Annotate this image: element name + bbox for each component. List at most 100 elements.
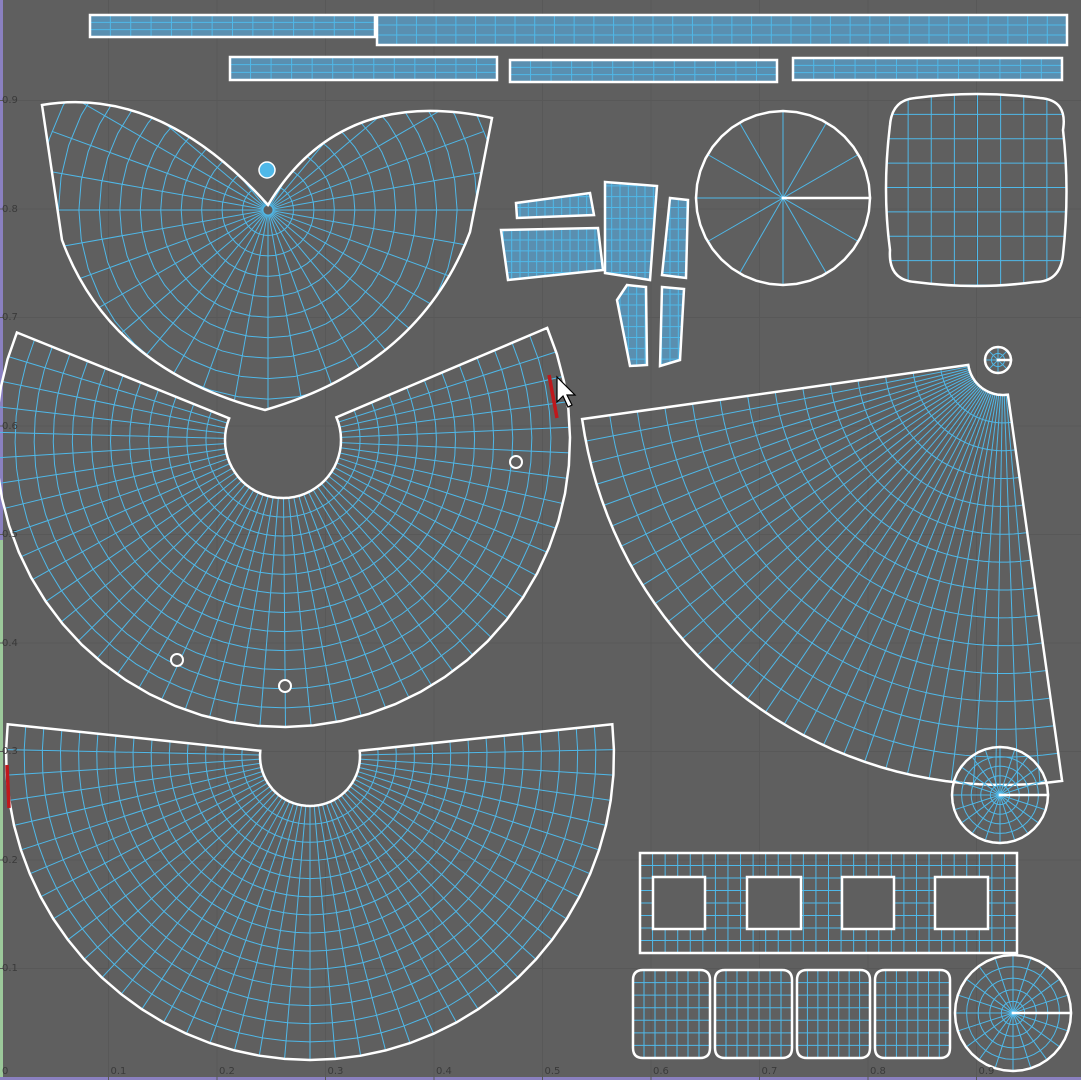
- uv-shell-piece[interactable]: [495, 175, 695, 370]
- uv-edge: [351, 782, 567, 920]
- uv-edge: [272, 102, 468, 208]
- uv-edge: [13, 766, 262, 826]
- uv-shell-fan-bottom[interactable]: [4, 722, 616, 1062]
- uv-shell-cap[interactable]: [795, 968, 872, 1060]
- uv-edge: [227, 214, 268, 411]
- uv-edge: [739, 122, 784, 199]
- uv-shell-cap[interactable]: [631, 968, 712, 1060]
- uv-shell-disc[interactable]: [694, 109, 872, 287]
- uv-edge: [707, 197, 784, 242]
- uv-shell-cap[interactable]: [873, 968, 952, 1060]
- v-tick-label: 0.1: [2, 963, 18, 974]
- uv-edge: [1012, 957, 1032, 1014]
- uv-edges: [605, 182, 657, 280]
- uv-shell-piece[interactable]: [495, 175, 695, 370]
- uv-edge: [328, 475, 509, 619]
- uv-shell-border: [580, 363, 1064, 787]
- uv-edge: [1012, 994, 1069, 1014]
- uv-edge: [51, 130, 264, 209]
- v-tick-label: 0.5: [2, 529, 18, 540]
- uv-shell-strip[interactable]: [508, 58, 779, 84]
- uv-edge: [729, 386, 981, 686]
- uv-shell-border: [4, 722, 616, 1062]
- uv-edge: [997, 359, 1008, 370]
- u-tick-label: 0.1: [110, 1066, 127, 1077]
- u-tick-label: 0: [2, 1066, 9, 1077]
- uv-shell-disc-3[interactable]: [953, 953, 1073, 1073]
- uv-edge: [68, 102, 264, 208]
- selected-edge: [5, 764, 11, 809]
- uv-edge: [965, 1012, 1014, 1048]
- uv-edge: [590, 367, 970, 464]
- uv-shell-cap[interactable]: [713, 968, 794, 1060]
- uv-edge: [321, 804, 387, 1051]
- uv-shell-border: [660, 196, 690, 280]
- uv-edge: [338, 457, 557, 529]
- uv-edge: [978, 1012, 1014, 1061]
- uv-shell-strip[interactable]: [228, 55, 499, 82]
- uv-edge: [843, 392, 991, 755]
- uv-edge: [9, 762, 261, 801]
- uv-shell-border: [375, 13, 1069, 47]
- uv-edge: [782, 122, 827, 199]
- v-tick-label: 0.4: [2, 637, 18, 649]
- uv-edge: [293, 496, 337, 723]
- uv-edge: [346, 789, 537, 960]
- uv-edge: [681, 382, 977, 640]
- v-tick-label: 0.2: [2, 854, 18, 866]
- uv-shell-strip[interactable]: [791, 56, 1064, 82]
- uv-shell-border: [88, 13, 377, 39]
- uv-shell-border: [791, 56, 1064, 82]
- uv-edge: [654, 379, 975, 605]
- uv-edges: [886, 94, 1067, 286]
- uv-edge: [994, 1012, 1014, 1069]
- uv-edge: [303, 493, 387, 709]
- uv-edge: [185, 801, 291, 1034]
- uv-shell-fan-left[interactable]: [0, 326, 572, 729]
- uv-shell-border: [631, 968, 712, 1060]
- uv-edge: [988, 350, 999, 361]
- uv-shell-rounded-square[interactable]: [884, 90, 1070, 288]
- uv-edges: [715, 970, 792, 1058]
- v-tick-label: 0.7: [2, 312, 18, 323]
- uv-edge: [339, 452, 563, 505]
- uv-edge: [359, 762, 611, 801]
- uv-edge: [340, 447, 568, 479]
- uv-edge: [359, 749, 614, 756]
- uv-edge: [234, 497, 274, 723]
- uv-edge: [747, 395, 1039, 619]
- uv-shell-border: [694, 109, 872, 287]
- uv-edge: [954, 779, 1001, 796]
- uv-edge: [696, 383, 979, 656]
- uv-shell-disc-2[interactable]: [950, 745, 1050, 845]
- uv-shell-border: [950, 745, 1050, 845]
- uv-shell-small-disc[interactable]: [983, 345, 1013, 375]
- v-axis-line-lower: [0, 540, 3, 1080]
- uv-shell-piece[interactable]: [495, 175, 695, 370]
- uv-shell-piece[interactable]: [495, 175, 695, 370]
- uv-edge: [972, 394, 1002, 784]
- uv-edge: [68, 212, 264, 326]
- uv-edge: [308, 491, 410, 699]
- uv-edge: [325, 803, 411, 1044]
- uv-shell-strip[interactable]: [88, 13, 377, 39]
- uv-edge: [184, 494, 264, 710]
- uv-edge: [965, 978, 1014, 1014]
- shell-fill: [377, 15, 1067, 45]
- u-axis-line: [0, 1077, 1081, 1080]
- uv-shell-strip[interactable]: [375, 13, 1069, 47]
- uv-shell-border: [983, 345, 1013, 375]
- uv-edge: [712, 385, 980, 672]
- uv-edge: [988, 359, 999, 370]
- uv-edge: [631, 376, 973, 567]
- uv-edge: [163, 799, 287, 1023]
- uv-edge: [45, 472, 236, 602]
- uv-shell-fan-right[interactable]: [580, 363, 1064, 787]
- uv-edge: [957, 994, 1014, 1014]
- uv-edge: [6, 758, 261, 776]
- uv-edge: [6, 749, 261, 756]
- uv-edge: [620, 374, 972, 547]
- uv-edge: [355, 774, 591, 875]
